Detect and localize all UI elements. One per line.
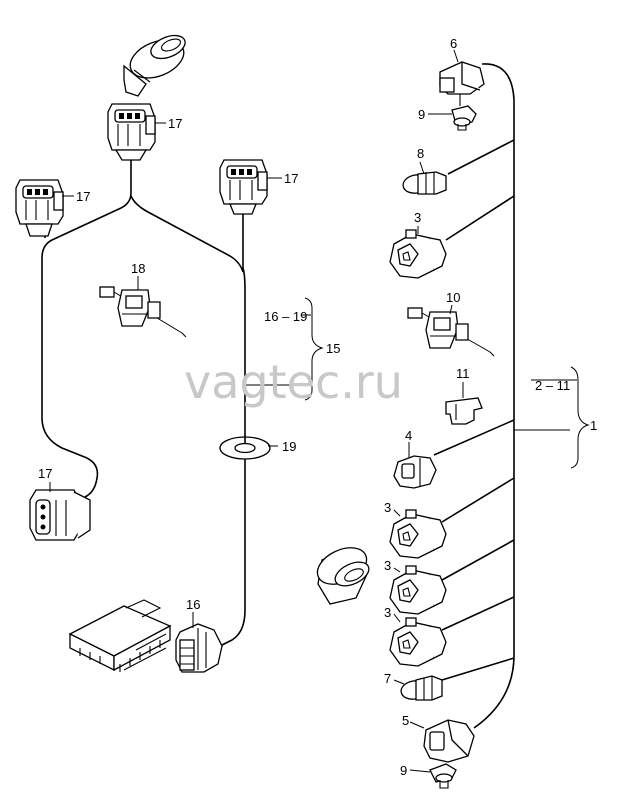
label-15: 15 [326,341,340,356]
label-4: 4 [405,428,412,443]
part-8-sensor [402,171,447,195]
label-range-2-11: 2 – 11 [535,378,570,393]
label-17-left: 17 [76,189,90,204]
part-3-connector-b [389,509,447,559]
label-9-top: 9 [418,107,425,122]
round-sensor-top [123,34,186,97]
label-3-d: 3 [384,605,391,620]
clip-10 [407,307,495,357]
part-9-top-bolt [428,105,477,131]
part-11-bracket [445,397,483,425]
part-3-connector-a [389,229,447,279]
label-18: 18 [131,261,145,276]
bracket-16-19 [302,297,324,401]
part-labels: 17 17 17 17 18 16 – 19 15 19 16 6 9 8 3 … [38,36,597,778]
clip-18 [99,286,187,338]
label-3-a: 3 [414,210,421,225]
label-3-b: 3 [384,500,391,515]
connector-16 [175,623,223,673]
label-9-bottom: 9 [400,763,407,778]
right-wiring-harness [433,63,590,729]
label-7: 7 [384,671,391,686]
watermark-text: vagtec.ru [184,355,403,409]
label-8: 8 [417,146,424,161]
connector-17-left [15,179,64,237]
label-range-16-19: 16 – 19 [264,309,307,324]
part-5-sensor [423,719,475,763]
label-17-lower: 17 [38,466,52,481]
label-19: 19 [282,439,296,454]
label-5: 5 [402,713,409,728]
part-3-connector-c [389,565,447,615]
left-wiring-harness [41,150,302,646]
part-3-connector-d [389,617,447,667]
label-10: 10 [446,290,460,305]
part-7-sensor [400,675,443,701]
round-sensor-lower [316,547,370,605]
connector-17-mid [219,159,268,215]
label-6: 6 [450,36,457,51]
part-9-bottom-bolt [409,763,457,789]
label-17-mid: 17 [284,171,298,186]
part-6-sensor [439,61,485,106]
label-11: 11 [456,366,470,381]
connector-17-top [107,103,156,161]
connector-17-lower [29,489,91,541]
part-4-connector [393,455,437,489]
label-17-top: 17 [168,116,182,131]
label-3-c: 3 [384,558,391,573]
grommet-19 [219,436,271,460]
label-1: 1 [590,418,597,433]
label-16: 16 [186,597,200,612]
control-unit [68,599,172,672]
leader-lines [49,49,464,729]
